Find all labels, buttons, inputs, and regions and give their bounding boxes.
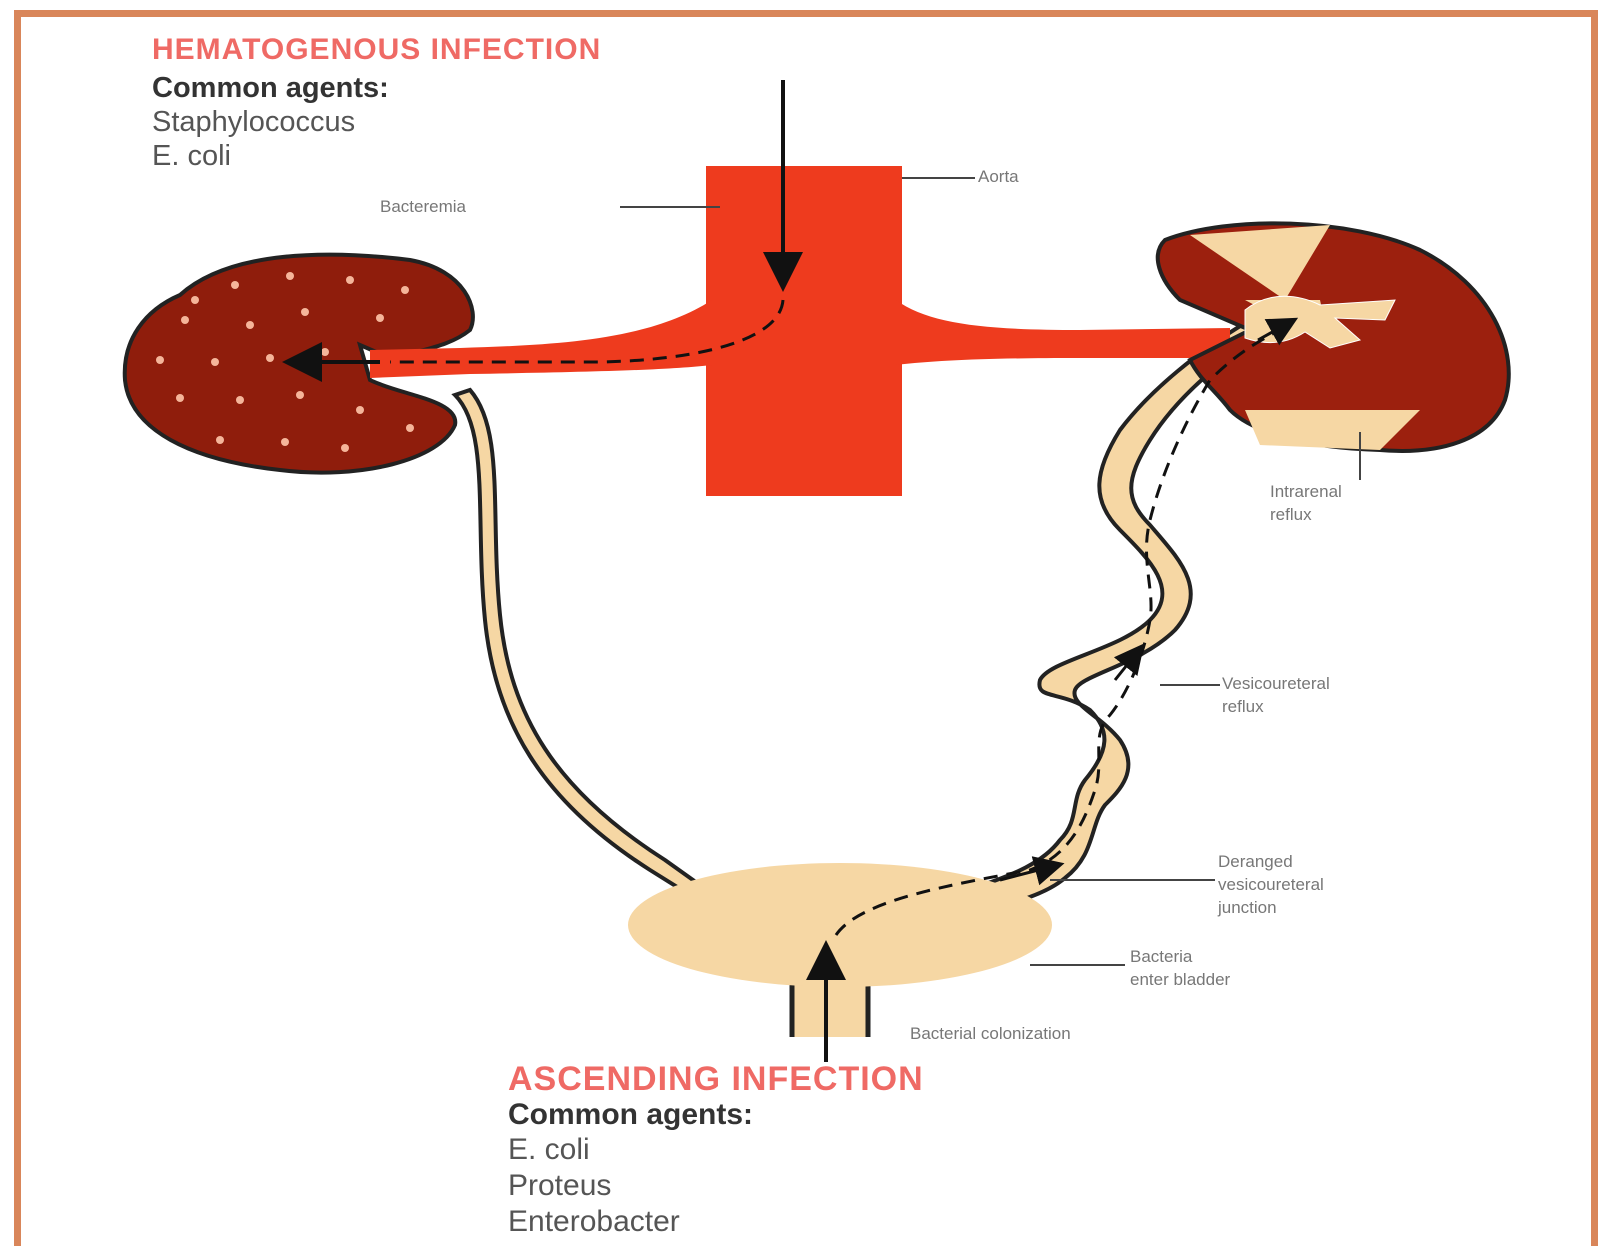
ascending-agent-enterobacter: Enterobacter [508, 1205, 680, 1239]
ascending-agents-label: Common agents: [508, 1098, 753, 1132]
aorta [706, 166, 902, 496]
ascending-title: ASCENDING INFECTION [508, 1060, 924, 1099]
left-ureter [455, 390, 700, 895]
hematogenous-agent-e-coli: E. coli [152, 140, 231, 173]
bacterial-colonization-label: Bacterial colonization [910, 1022, 1071, 1045]
hematogenous-title: HEMATOGENOUS INFECTION [152, 33, 601, 67]
aorta-label: Aorta [978, 165, 1019, 188]
bacteremia-label: Bacteremia [380, 195, 466, 218]
right-renal-artery [896, 300, 1230, 365]
right-ureter [950, 320, 1260, 915]
hematogenous-agents-label: Common agents: [152, 72, 389, 105]
deranged-junction-label: Deranged vesicoureteral junction [1218, 850, 1324, 919]
ascending-agent-e-coli: E. coli [508, 1133, 590, 1167]
bladder [628, 863, 1052, 987]
vesicoureteral-reflux-label: Vesicoureteral reflux [1222, 672, 1330, 718]
intrarenal-reflux-label: Intrarenal reflux [1270, 480, 1342, 526]
ascending-agent-proteus: Proteus [508, 1169, 611, 1203]
bacteria-enter-bladder-label: Bacteria enter bladder [1130, 945, 1230, 991]
hematogenous-agent-staphylococcus: Staphylococcus [152, 106, 355, 139]
